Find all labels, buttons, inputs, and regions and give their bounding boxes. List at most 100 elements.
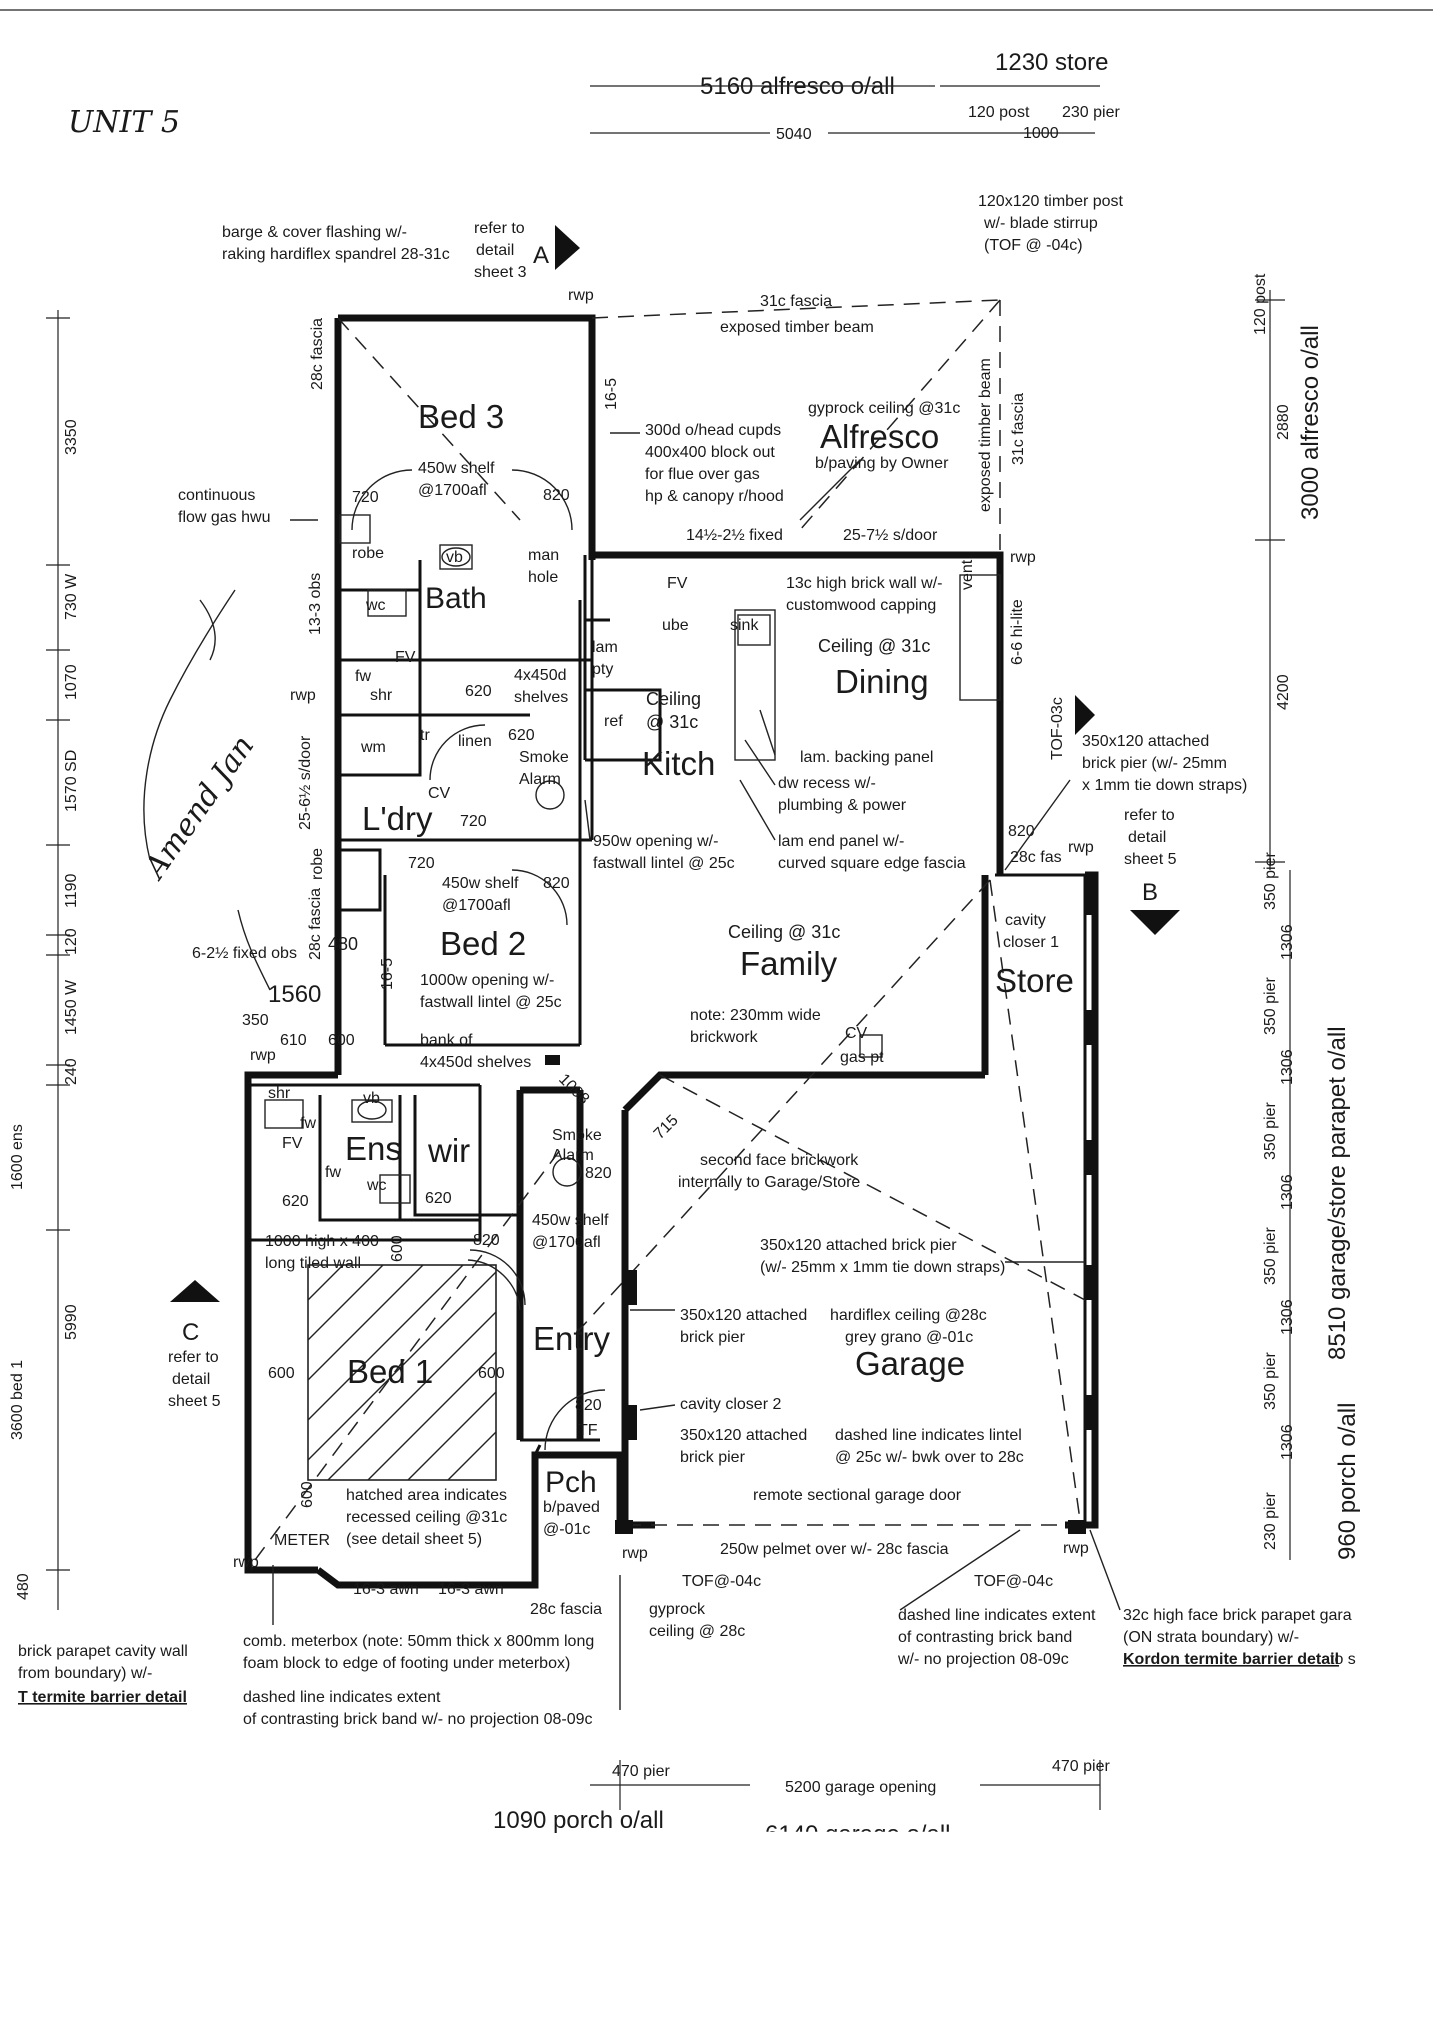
svg-text:cavity closer 2: cavity closer 2	[680, 1396, 781, 1413]
svg-text:customwood capping: customwood capping	[786, 597, 936, 614]
svg-text:TOF-03c: TOF-03c	[1049, 697, 1066, 760]
svg-text:flow gas hwu: flow gas hwu	[178, 509, 271, 526]
svg-text:1450 W: 1450 W	[63, 979, 80, 1035]
svg-text:METER: METER	[274, 1532, 330, 1549]
svg-text:350x120 attached: 350x120 attached	[1082, 733, 1209, 750]
svg-text:hatched area indicates: hatched area indicates	[346, 1487, 507, 1504]
svg-text:fw: fw	[355, 668, 371, 685]
svg-text:sheet 5: sheet 5	[1124, 851, 1177, 868]
svg-text:continuous: continuous	[178, 487, 255, 504]
svg-text:vb: vb	[446, 549, 463, 566]
svg-text:detail: detail	[172, 1371, 210, 1388]
svg-text:ref: ref	[604, 713, 623, 730]
svg-text:fw: fw	[300, 1115, 316, 1132]
svg-text:1090 porch o/all: 1090 porch o/all	[493, 1807, 664, 1834]
svg-text:TF: TF	[578, 1422, 598, 1439]
svg-text:300d o/head cupds: 300d o/head cupds	[645, 422, 781, 439]
svg-text:1306: 1306	[1279, 924, 1296, 960]
svg-text:rwp: rwp	[250, 1047, 276, 1064]
svg-text:dashed line indicates extent: dashed line indicates extent	[243, 1689, 441, 1706]
handwritten-amendment: Amend Jan	[136, 589, 271, 991]
svg-text:Ceiling: Ceiling	[646, 689, 701, 709]
svg-text:350x120 attached: 350x120 attached	[680, 1307, 807, 1324]
svg-text:@ 31c: @ 31c	[646, 712, 698, 732]
svg-text:28c fas: 28c fas	[1010, 849, 1062, 866]
svg-text:715: 715	[651, 1112, 682, 1143]
svg-text:vent: vent	[959, 559, 976, 590]
svg-text:350x120 attached brick pier: 350x120 attached brick pier	[760, 1237, 957, 1254]
room-alfresco: Alfresco	[820, 418, 939, 455]
svg-text:second face brickwork: second face brickwork	[700, 1152, 859, 1169]
svg-text:shr: shr	[268, 1085, 291, 1102]
svg-text:1570 SD: 1570 SD	[63, 750, 80, 812]
svg-text:28c fascia: 28c fascia	[530, 1601, 602, 1618]
svg-text:robe: robe	[309, 848, 326, 880]
svg-text:grey grano @-01c: grey grano @-01c	[845, 1329, 973, 1346]
roof-lines	[254, 299, 1086, 1561]
svg-text:long tiled wall: long tiled wall	[265, 1255, 361, 1272]
room-entry: Entry	[533, 1320, 611, 1357]
svg-text:1070: 1070	[63, 664, 80, 700]
svg-text:230 pier: 230 pier	[1262, 1492, 1279, 1550]
svg-text:rwp: rwp	[290, 687, 316, 704]
svg-text:of contrasting brick band w/-: of contrasting brick band w/- no project…	[243, 1711, 593, 1728]
svg-text:brick parapet cavity wall: brick parapet cavity wall	[18, 1643, 188, 1660]
svg-text:16-5: 16-5	[603, 378, 620, 410]
svg-text:1306: 1306	[1279, 1299, 1296, 1335]
svg-text:wm: wm	[360, 739, 386, 756]
svg-text:1000w opening w/-: 1000w opening w/-	[420, 972, 554, 989]
unit-label: UNIT 5	[68, 105, 180, 140]
svg-text:610: 610	[280, 1032, 307, 1049]
svg-text:32c high face brick parapet ga: 32c high face brick parapet gara	[1123, 1607, 1352, 1624]
svg-text:detail: detail	[1128, 829, 1166, 846]
svg-text:of contrasting brick band: of contrasting brick band	[898, 1629, 1072, 1646]
svg-text:720: 720	[460, 813, 487, 830]
annotations: barge & cover flashing w/- raking hardif…	[18, 193, 1356, 1728]
svg-text:8510 garage/store parapet o/al: 8510 garage/store parapet o/all	[1324, 1026, 1351, 1360]
svg-text:CV: CV	[428, 785, 451, 802]
dim-1000: 1000	[1023, 125, 1059, 142]
svg-text:hole: hole	[528, 569, 558, 586]
svg-text:exposed timber beam: exposed timber beam	[720, 319, 874, 336]
section-marker-a	[555, 225, 580, 270]
svg-text:720: 720	[352, 489, 379, 506]
svg-text:@1700afl: @1700afl	[442, 897, 511, 914]
svg-text:remote sectional garage door: remote sectional garage door	[753, 1487, 962, 1504]
svg-text:Ceiling @ 31c: Ceiling @ 31c	[818, 636, 930, 656]
room-dining: Dining	[835, 663, 929, 700]
svg-text:31c fascia: 31c fascia	[1010, 393, 1027, 465]
section-marker-c	[170, 1280, 220, 1302]
svg-text:sheet 3: sheet 3	[474, 264, 527, 281]
svg-text:recessed ceiling @31c: recessed ceiling @31c	[346, 1509, 507, 1526]
svg-text:31c fascia: 31c fascia	[760, 293, 832, 310]
svg-text:600: 600	[478, 1365, 505, 1382]
svg-text:gyprock ceiling @31c: gyprock ceiling @31c	[808, 400, 960, 417]
svg-text:man: man	[528, 547, 559, 564]
svg-text:950w opening w/-: 950w opening w/-	[593, 833, 718, 850]
svg-text:Ceiling @ 31c: Ceiling @ 31c	[728, 922, 840, 942]
svg-text:fw: fw	[325, 1164, 341, 1181]
svg-text:FV: FV	[395, 649, 416, 666]
svg-text:350 pier: 350 pier	[1262, 977, 1279, 1035]
room-porch: Pch	[545, 1466, 597, 1499]
svg-text:FV: FV	[282, 1135, 303, 1152]
svg-text:internally to Garage/Store: internally to Garage/Store	[678, 1174, 860, 1191]
svg-text:rwp: rwp	[1068, 839, 1094, 856]
svg-text:from boundary) w/-: from boundary) w/-	[18, 1665, 152, 1682]
svg-text:dw recess w/-: dw recess w/-	[778, 775, 876, 792]
svg-text:vb: vb	[363, 1090, 380, 1107]
svg-text:cavity: cavity	[1005, 912, 1046, 929]
svg-text:ube: ube	[662, 617, 689, 634]
svg-text:wc: wc	[365, 597, 386, 614]
svg-text:3600 bed 1: 3600 bed 1	[9, 1360, 26, 1440]
svg-text:13-3 obs: 13-3 obs	[307, 573, 324, 635]
svg-text:Alarm: Alarm	[552, 1147, 594, 1164]
svg-text:Kordon termite barrier detail: Kordon termite barrier detail	[1123, 1651, 1339, 1668]
pier-230: 230 pier	[1062, 104, 1120, 121]
svg-text:sheet 5: sheet 5	[168, 1393, 221, 1410]
room-bed3: Bed 3	[418, 398, 504, 435]
svg-text:barge & cover flashing w/-: barge & cover flashing w/-	[222, 224, 407, 241]
svg-text:3000 alfresco o/all: 3000 alfresco o/all	[1297, 325, 1324, 520]
svg-text:@ 25c w/- bwk over to 28c: @ 25c w/- bwk over to 28c	[835, 1449, 1024, 1466]
